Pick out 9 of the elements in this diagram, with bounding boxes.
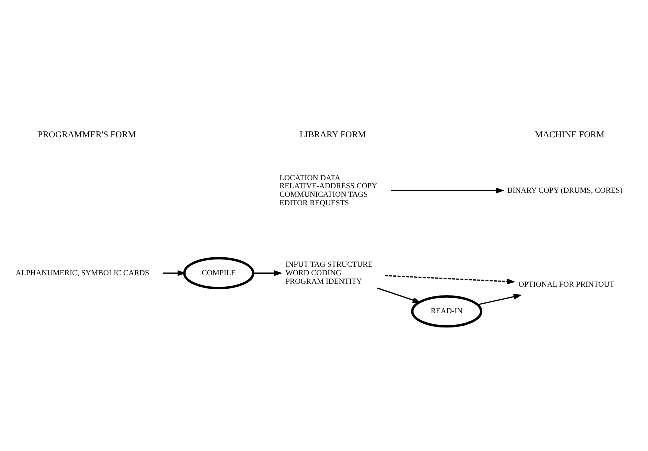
arrow <box>391 188 505 194</box>
label: MACHINE FORM <box>535 129 605 140</box>
arrow <box>163 270 186 276</box>
label: LIBRARY FORM <box>300 129 366 140</box>
arrow <box>253 270 283 276</box>
arrow <box>385 275 516 285</box>
arrow <box>377 288 422 304</box>
label: PROGRAMMER'S FORM <box>38 129 136 140</box>
arrow <box>478 294 522 306</box>
